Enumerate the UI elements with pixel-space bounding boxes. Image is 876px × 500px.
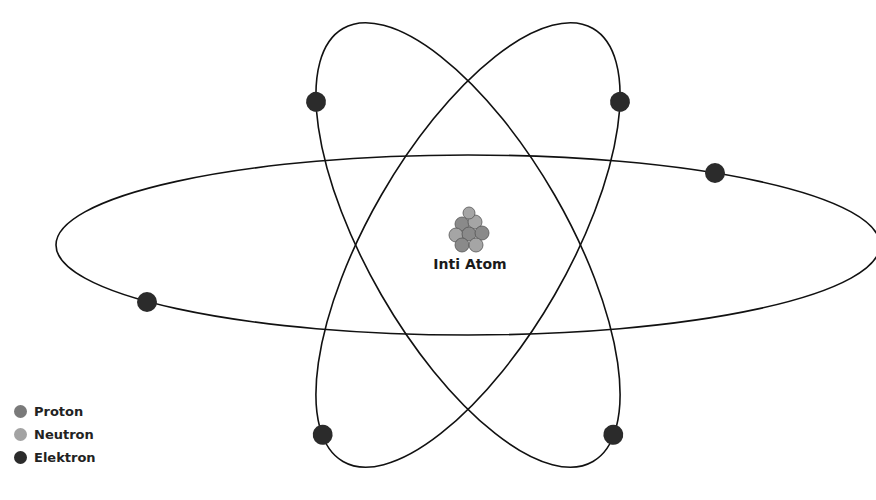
legend-row: Elektron [14, 450, 96, 465]
legend-row: Proton [14, 404, 83, 419]
legend-text: Proton [34, 404, 83, 419]
orbit-tilted [256, 0, 679, 500]
electron [705, 163, 725, 183]
nucleus [449, 207, 489, 252]
orbit-tilted [256, 0, 679, 500]
legend-text: Neutron [34, 427, 94, 442]
electron [600, 421, 627, 448]
orbit-horizontal [56, 155, 876, 335]
legend-row: Neutron [14, 427, 94, 442]
legend-text: Elektron [34, 450, 96, 465]
legend-swatch [14, 405, 27, 418]
electron [606, 88, 633, 115]
electron [302, 88, 329, 115]
legend-swatch [14, 451, 27, 464]
nucleus-label: Inti Atom [430, 256, 509, 272]
electron [309, 421, 336, 448]
electron [137, 292, 157, 312]
legend-swatch [14, 428, 27, 441]
